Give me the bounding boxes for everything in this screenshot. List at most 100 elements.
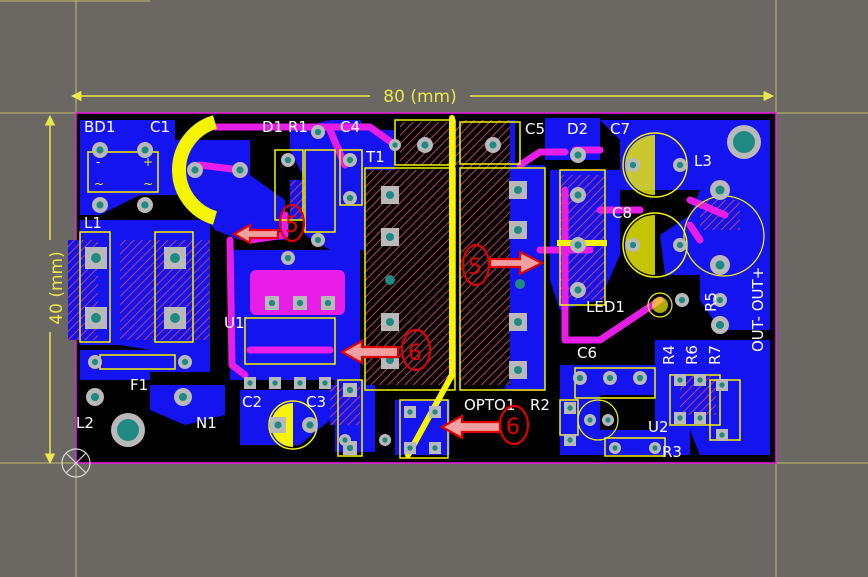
pad-hole xyxy=(567,437,573,443)
pad-hole xyxy=(678,296,686,304)
label-c1: C1 xyxy=(150,118,170,136)
pad-hole xyxy=(306,421,314,429)
pad-hole xyxy=(181,358,189,366)
pad-hole xyxy=(284,156,292,164)
pad-hole xyxy=(719,382,725,388)
pad-hole xyxy=(91,358,99,366)
pad-hole xyxy=(274,421,282,429)
pad-hole xyxy=(421,141,429,149)
mounting-holes xyxy=(111,125,761,447)
pad-hole xyxy=(324,299,332,307)
annotation-5-left: 5 xyxy=(285,213,299,238)
annotation-numbers: 5 5 6 6 xyxy=(285,213,520,440)
pad-hole xyxy=(574,191,582,199)
pad-hole xyxy=(322,380,328,386)
pad-hole xyxy=(385,317,395,327)
pad-hole xyxy=(392,142,398,148)
pad-hole xyxy=(407,409,413,415)
label-l1: L1 xyxy=(84,214,102,232)
pad-hole xyxy=(170,313,180,323)
pad-hole xyxy=(715,320,725,330)
pad-hole xyxy=(676,161,684,169)
label-out: OUT- OUT+ xyxy=(749,267,767,352)
annotation-6-left: 6 xyxy=(408,341,422,366)
pad-hole xyxy=(629,241,637,249)
label-led1: LED1 xyxy=(586,298,625,316)
label-r1: R1 xyxy=(288,118,308,136)
label-d2: D2 xyxy=(567,120,588,138)
label-r5: R5 xyxy=(702,292,720,312)
height-dimension-label: 40 (mm) xyxy=(47,251,67,324)
pad-hole xyxy=(141,146,149,154)
label-n1: N1 xyxy=(196,414,217,432)
pad-hole xyxy=(141,201,149,209)
label-u1: U1 xyxy=(224,314,245,332)
pad-hole xyxy=(272,380,278,386)
label-l3: L3 xyxy=(694,152,712,170)
pad-hole xyxy=(605,417,611,423)
pad-hole xyxy=(677,415,683,421)
pad-hole xyxy=(297,380,303,386)
pad-hole xyxy=(513,225,523,235)
pad-hole xyxy=(178,392,188,402)
pad-hole xyxy=(576,374,584,382)
label-l2: L2 xyxy=(76,414,94,432)
pad-hole xyxy=(236,166,244,174)
pad-hole xyxy=(296,299,304,307)
label-d1: D1 xyxy=(262,118,283,136)
label-r3: R3 xyxy=(662,443,682,461)
dimension-height: 40 (mm) xyxy=(40,114,67,465)
pad-hole xyxy=(697,377,703,383)
label-opto1: OPTO1 xyxy=(464,396,515,414)
pad-hole xyxy=(676,241,684,249)
pad-hole xyxy=(629,161,637,169)
pad-hole xyxy=(170,253,180,263)
pad-hole xyxy=(719,432,725,438)
pad-hole xyxy=(96,201,104,209)
pad-hole xyxy=(574,286,582,294)
label-f1: F1 xyxy=(130,376,148,394)
pad-hole xyxy=(716,296,724,304)
pad-hole xyxy=(489,141,497,149)
pad-hole xyxy=(268,299,276,307)
bridge-ac-symbol-1: ~ xyxy=(94,177,104,191)
pad-hole xyxy=(715,260,725,270)
label-t1: T1 xyxy=(365,148,385,166)
pad-hole xyxy=(314,128,322,136)
label-c4: C4 xyxy=(340,118,360,136)
origin-marker-icon xyxy=(61,448,91,478)
label-r2: R2 xyxy=(530,396,550,414)
label-u2: U2 xyxy=(648,418,669,436)
pad-hole xyxy=(385,232,395,242)
red-annotations xyxy=(231,203,545,446)
bridge-plus-symbol: + xyxy=(143,155,153,169)
pad-hole xyxy=(407,445,413,451)
pad-hole xyxy=(91,253,101,263)
pad-hole xyxy=(636,374,644,382)
label-r7: R7 xyxy=(706,345,724,365)
pad-hole xyxy=(346,444,354,452)
pad-hole xyxy=(677,377,683,383)
pad-hole xyxy=(432,445,438,451)
designator-labels: BD1 C1 D1 R1 C4 T1 C5 D2 C7 L3 C8 L1 U1 … xyxy=(76,118,767,461)
pad-hole xyxy=(346,194,354,202)
label-r4: R4 xyxy=(660,345,678,365)
pad-hole xyxy=(697,415,703,421)
bridge-ac-symbol-2: ~ xyxy=(143,177,153,191)
annotation-5-right: 5 xyxy=(468,255,482,280)
label-c7: C7 xyxy=(610,120,630,138)
annotation-6-right: 6 xyxy=(506,415,520,440)
label-c6: C6 xyxy=(577,344,597,362)
pad-hole xyxy=(652,445,658,451)
bridge-minus-symbol: - xyxy=(96,155,100,169)
dimension-width: 80 (mm) xyxy=(70,86,775,107)
label-c2: C2 xyxy=(242,393,262,411)
pad-hole xyxy=(587,417,593,423)
bridge-symbols: - + ~ ~ xyxy=(94,155,153,191)
pad-hole xyxy=(432,409,438,415)
pad-hole xyxy=(574,151,582,159)
label-c8: C8 xyxy=(612,204,632,222)
pad-hole xyxy=(567,405,573,411)
label-r6: R6 xyxy=(683,345,701,365)
